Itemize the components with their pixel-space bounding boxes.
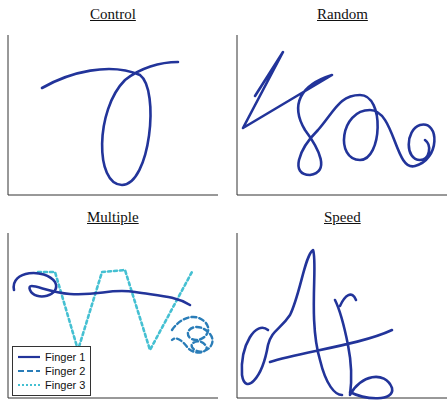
- panel-axis: [8, 35, 218, 195]
- finger2-trace: [172, 317, 212, 353]
- legend-row: Finger 2: [17, 364, 85, 378]
- panel-axis: [8, 233, 218, 398]
- finger3-trace: [38, 270, 193, 350]
- panel-title: Control: [90, 6, 136, 23]
- panel-axis: [237, 233, 447, 398]
- speed-trace: [242, 250, 392, 398]
- legend-text: Finger 1: [45, 351, 85, 363]
- finger1-trace: [14, 273, 190, 305]
- panel-title: Speed: [324, 209, 361, 226]
- panel-axis: [237, 35, 447, 195]
- legend-sample: [17, 367, 41, 375]
- legend-box: Finger 1 Finger 2 Finger 3: [12, 346, 91, 396]
- random-trace: [243, 52, 434, 175]
- legend-line: [18, 384, 40, 386]
- legend-line: [18, 356, 40, 358]
- legend-sample: [17, 353, 41, 361]
- legend-row: Finger 1: [17, 350, 85, 364]
- panel-axes: [8, 35, 447, 398]
- legend-text: Finger 3: [45, 379, 85, 391]
- legend-text: Finger 2: [45, 365, 85, 377]
- panel-title: Multiple: [87, 209, 139, 226]
- legend-sample: [17, 381, 41, 389]
- legend-line: [18, 370, 40, 372]
- control-trace: [42, 62, 178, 185]
- legend-row: Finger 3: [17, 378, 85, 392]
- panel-title: Random: [317, 6, 368, 23]
